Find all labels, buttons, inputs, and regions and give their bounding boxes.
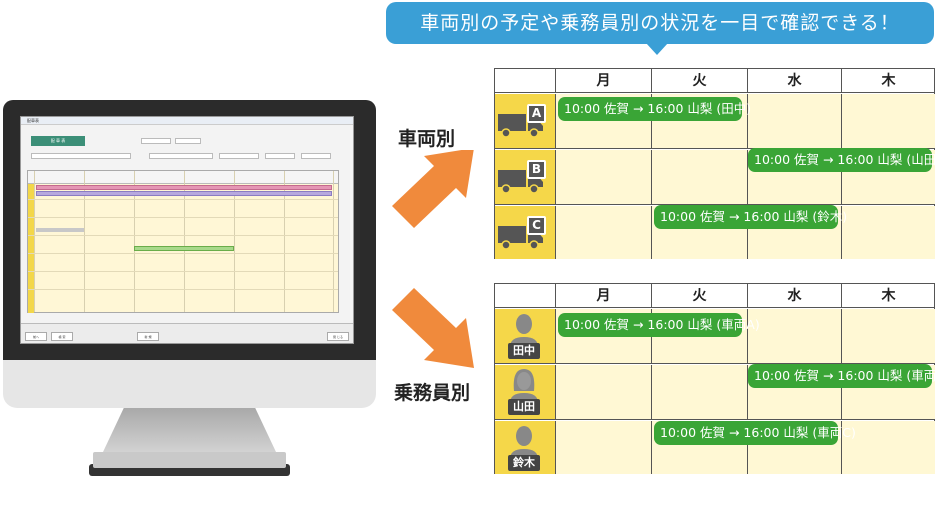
app-window-title: 配車表 <box>27 118 39 123</box>
app-footer: 前へ 検 索 新 規 閉 じる <box>21 323 353 343</box>
app-fkey: 新 規 <box>137 332 159 341</box>
truck-icon <box>498 226 543 250</box>
headline-callout: 車両別の予定や乗務員別の状況を一目で確認できる！ <box>386 2 934 44</box>
monitor-neck <box>103 408 276 452</box>
app-schedule-grid <box>27 170 339 313</box>
app-grid-left-tab <box>28 184 34 313</box>
table-header: 月 火 水 木 <box>495 69 934 93</box>
day-header: 火 <box>651 284 747 308</box>
app-grid-header <box>28 171 338 184</box>
app-bar-pink <box>36 185 332 190</box>
day-header: 月 <box>555 284 651 308</box>
day-header: 水 <box>747 284 841 308</box>
app-main-button: 配 車 表 <box>31 136 85 146</box>
app-field <box>219 153 259 159</box>
app-field <box>31 153 131 159</box>
schedule-event: 10:00 佐賀 → 16:00 山梨 (車両A) <box>558 313 760 337</box>
arrow-up-right-icon <box>392 150 474 228</box>
day-header: 木 <box>841 284 935 308</box>
truck-badge: C <box>527 216 546 235</box>
schedule-event: 10:00 佐賀 → 16:00 山梨 (車両B) <box>748 364 937 388</box>
app-field <box>265 153 295 159</box>
app-fkey: 検 索 <box>51 332 73 341</box>
day-header: 水 <box>747 69 841 93</box>
truck-badge: A <box>527 104 546 123</box>
monitor-base <box>93 452 286 468</box>
app-bar-green <box>134 246 234 251</box>
app-bar-purple <box>36 191 332 196</box>
crew-name: 鈴木 <box>508 455 540 471</box>
crew-name: 田中 <box>508 343 540 359</box>
vehicle-label: 車両別 <box>398 128 456 150</box>
schedule-event: 10:00 佐賀 → 16:00 山梨 (田中) <box>558 97 751 121</box>
day-header: 木 <box>841 69 935 93</box>
app-fkey: 前へ <box>25 332 47 341</box>
arrow-down-right-icon <box>392 288 474 368</box>
crew-name: 山田 <box>508 399 540 415</box>
monitor-screen: 配車表 配 車 表 <box>20 116 354 344</box>
app-field <box>175 138 201 144</box>
schedule-event: 10:00 佐賀 → 16:00 山梨 (鈴木) <box>654 205 847 229</box>
app-field <box>301 153 331 159</box>
app-fkey: 閉 じる <box>327 332 349 341</box>
truck-badge: B <box>527 160 546 179</box>
schedule-event: 10:00 佐賀 → 16:00 山梨 (山田) <box>748 148 937 172</box>
monitor-illustration: 配車表 配 車 表 <box>3 100 376 478</box>
app-title-bar: 配車表 <box>21 117 353 125</box>
app-field <box>149 153 213 159</box>
app-field <box>141 138 171 144</box>
monitor-chin <box>3 360 376 408</box>
headline-text: 車両別の予定や乗務員別の状況を一目で確認できる！ <box>420 12 900 34</box>
table-header: 月 火 水 木 <box>495 284 934 308</box>
crew-label: 乗務員別 <box>394 382 471 404</box>
day-header: 月 <box>555 69 651 93</box>
schedule-event: 10:00 佐賀 → 16:00 山梨 (車両C) <box>654 421 856 445</box>
callout-tail <box>646 43 668 55</box>
day-header: 火 <box>651 69 747 93</box>
app-bar-gray <box>36 228 84 232</box>
